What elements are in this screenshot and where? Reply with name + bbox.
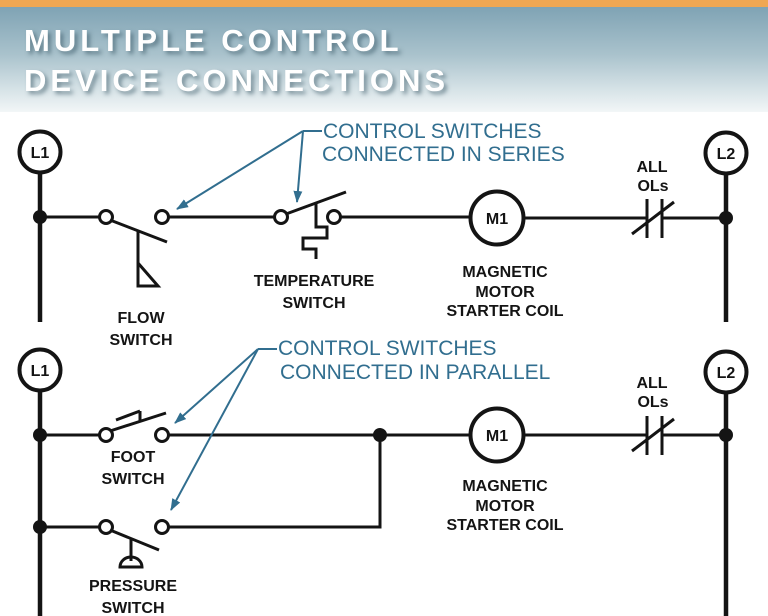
temperature-switch-terminal-right [326, 209, 342, 225]
parallel-coil-label-line2: MOTOR [475, 498, 535, 515]
foot-switch-symbol [98, 409, 170, 443]
overload-slash [631, 417, 675, 453]
parallel-overload-label-line1: ALL [636, 375, 667, 392]
flow-switch-label-line2: SWITCH [109, 332, 172, 349]
parallel-coil-label-line1: MAGNETIC [462, 478, 548, 495]
temperature-switch-actuator [301, 203, 329, 259]
figure-title-line2: DEVICE CONNECTIONS [24, 63, 450, 98]
ladder-diagram: L1 FLOW SWITCH [17, 120, 749, 616]
parallel-coil-tag: M1 [486, 428, 508, 445]
foot-switch-label-line2: SWITCH [101, 471, 164, 488]
pressure-switch-label-line1: PRESSURE [89, 578, 177, 595]
overload-slash [631, 200, 675, 236]
parallel-annotation-line2: CONNECTED IN PARALLEL [280, 361, 550, 384]
foot-switch-blade [109, 411, 167, 433]
series-overload-label-line2: OLs [637, 178, 668, 195]
series-annotation-line1: CONTROL SWITCHES [323, 120, 542, 143]
flow-switch-paddle [136, 258, 162, 288]
series-l1-terminal-circle [17, 129, 63, 175]
parallel-coil-label-line3: STARTER COIL [446, 517, 563, 534]
leader-arrow-to-temperature-switch [293, 130, 304, 203]
pressure-switch-diaphragm [118, 555, 144, 569]
figure-title: MULTIPLE CONTROL DEVICE CONNECTIONS [24, 21, 449, 101]
flow-switch-label-line1: FLOW [117, 310, 165, 327]
series-coil-tag: M1 [486, 211, 508, 228]
series-overload-label-line1: ALL [636, 159, 667, 176]
pressure-switch-terminal-left [98, 519, 114, 535]
parallel-l2-label: L2 [717, 365, 736, 382]
temperature-switch-label-line2: SWITCH [282, 295, 345, 312]
temperature-switch-terminal-left [273, 209, 289, 225]
pressure-switch-blade [109, 528, 160, 552]
series-circuit: L1 FLOW SWITCH [17, 120, 749, 349]
pressure-switch-terminal-right [154, 519, 170, 535]
pressure-switch-label-line2: SWITCH [101, 600, 164, 616]
foot-switch-label-line1: FOOT [111, 449, 156, 466]
figure-header: MULTIPLE CONTROL DEVICE CONNECTIONS [0, 7, 768, 112]
parallel-l2-terminal-circle [703, 349, 749, 395]
figure-title-line1: MULTIPLE CONTROL [24, 23, 403, 58]
series-coil-label-line2: MOTOR [475, 284, 535, 301]
parallel-overload-label-line2: OLs [637, 394, 668, 411]
parallel-circuit: L1 FOOT SWITCH [17, 337, 749, 616]
parallel-annotation-leader [170, 348, 277, 511]
leader-arrow-to-pressure-switch [170, 348, 259, 511]
series-l1-label: L1 [31, 145, 50, 162]
parallel-branch-wire [169, 435, 382, 529]
parallel-l1-terminal-circle [17, 347, 63, 393]
parallel-l1-label: L1 [31, 363, 50, 380]
series-coil-label-line3: STARTER COIL [446, 303, 563, 320]
parallel-coil-circle [468, 406, 526, 464]
series-coil-label-line1: MAGNETIC [462, 264, 548, 281]
flow-switch-terminal-left [98, 209, 114, 225]
foot-switch-terminal-right [154, 427, 170, 443]
leader-arrow-to-foot-switch [174, 348, 259, 424]
flow-switch-symbol [98, 209, 170, 288]
leader-arrow-to-flow-switch [176, 130, 304, 210]
temperature-switch-symbol [273, 190, 347, 259]
series-annotation-line2: CONNECTED IN SERIES [322, 143, 565, 166]
foot-switch-pedal [115, 409, 141, 422]
series-annotation-leader [176, 130, 322, 210]
temperature-switch-label-line1: TEMPERATURE [254, 273, 375, 290]
pressure-switch-symbol [98, 519, 170, 569]
parallel-annotation-line1: CONTROL SWITCHES [278, 337, 497, 360]
foot-switch-terminal-left [98, 427, 114, 443]
flow-switch-terminal-right [154, 209, 170, 225]
accent-bar [0, 0, 768, 7]
series-l2-label: L2 [717, 146, 736, 163]
series-l2-terminal-circle [703, 130, 749, 176]
series-coil-circle [468, 189, 526, 247]
